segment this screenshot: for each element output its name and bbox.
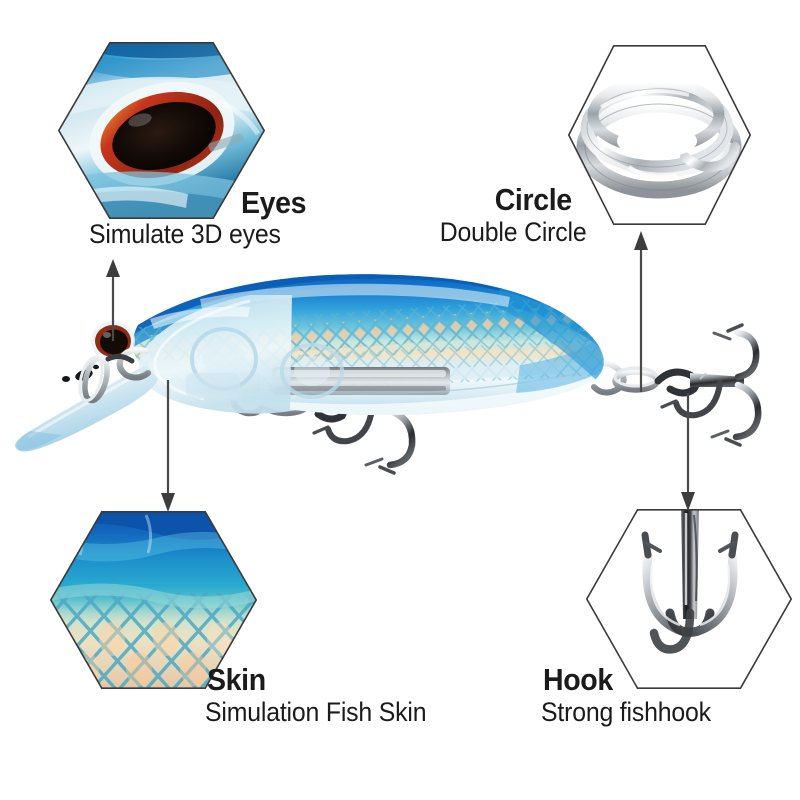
callout-hex-skin bbox=[50, 511, 257, 689]
callout-subtitle-circle: Double Circle bbox=[439, 217, 586, 247]
line-tie-hardware bbox=[78, 346, 151, 404]
eye-closeup-image bbox=[58, 42, 265, 219]
callout-hex-eyes bbox=[58, 42, 265, 219]
tail-hardware bbox=[589, 323, 762, 447]
lure-body bbox=[15, 274, 604, 452]
product-lure-illustration bbox=[0, 255, 800, 505]
callout-subtitle-hook: Strong fishhook bbox=[541, 697, 711, 727]
callout-subtitle-skin: Simulation Fish Skin bbox=[205, 697, 427, 727]
treble-hook-closeup-image bbox=[586, 509, 792, 689]
split-ring-closeup-image bbox=[568, 45, 751, 225]
callout-title-circle: Circle bbox=[494, 182, 572, 217]
callout-title-hook: Hook bbox=[543, 662, 613, 697]
callout-hex-circle bbox=[568, 45, 751, 225]
callout-hex-hook bbox=[586, 509, 792, 689]
callout-title-skin: Skin bbox=[207, 662, 266, 697]
callout-subtitle-eyes: Simulate 3D eyes bbox=[89, 219, 281, 249]
callout-title-eyes: Eyes bbox=[241, 185, 307, 220]
